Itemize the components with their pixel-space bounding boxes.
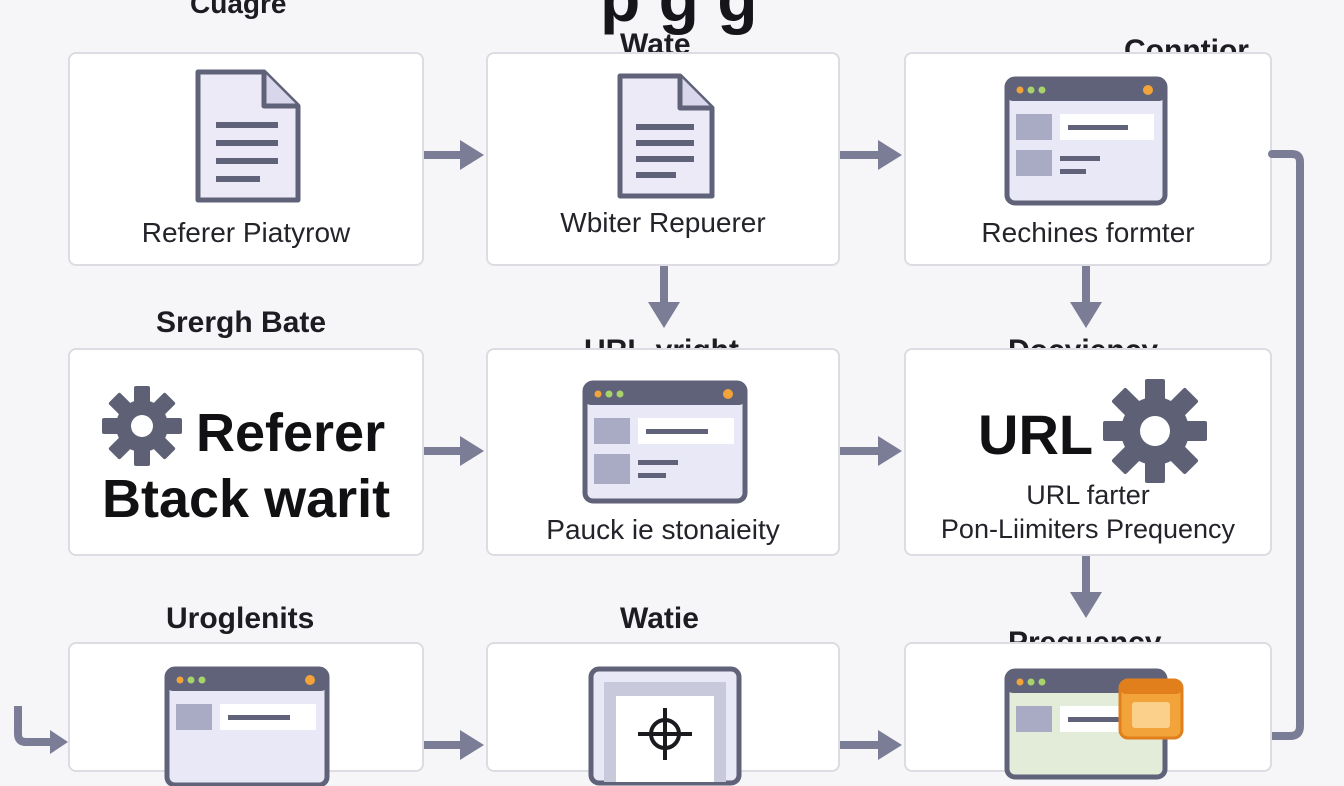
panel-wbiter-repuerer: Wbiter Repuerer [486,52,840,266]
panel-label-watie: Watie [620,602,699,635]
browser-window-icon [582,380,748,504]
arrow-right-icon [840,436,902,466]
arrow-down-icon [1070,266,1102,328]
loop-connector-line [1268,150,1304,740]
panel-referer-piatyrow: Referer Piatyrow [68,52,424,266]
arrow-right-icon [424,436,484,466]
panel-big-url-text: URL [978,403,1094,466]
column-label-cuagre: Cuagre [190,0,287,19]
panel-big-text-line1: Referer [196,403,386,463]
panel-caption: Referer Piatyrow [141,217,351,248]
browser-window-icon [164,666,330,786]
panel-caption: Pauck ie stonaieity [546,514,780,545]
gear-icon [1103,379,1207,483]
panel-label-uroglenits: Uroglenits [166,602,315,635]
arrow-right-icon [424,140,484,170]
arrow-down-icon [648,266,680,328]
panel-referer-btack-warit: Referer Btack warit [68,348,424,556]
panel-caption-line1: URL farter [1026,480,1150,510]
arrow-down-icon [1070,556,1102,618]
panel-caption-line2: Pon-Liimiters Prequency [940,514,1236,544]
document-icon [617,73,715,199]
panel-prequency [904,642,1272,780]
gear-icon [102,386,182,466]
panel-url-vright: Pauck ie stonaieity [486,348,840,556]
panel-watie [486,642,840,786]
diagram-title: p g g [600,0,758,36]
arrow-right-icon [840,140,902,170]
panel-big-text-line2: Btack warit [102,469,391,529]
browser-window-icon [1004,76,1168,206]
panel-caption: Wbiter Repuerer [560,207,766,238]
document-icon [195,69,301,203]
panel-url-farter: URL URL farter Pon-Liimiters Prequency [904,348,1272,556]
panel-uroglenits [68,642,424,786]
crosshair-window-icon [588,666,742,786]
panel-caption: Rechines formter [981,217,1195,248]
orange-window-badge-icon [1118,678,1184,740]
arrow-right-icon [840,730,902,760]
panel-rechines-formter: Rechines formter [904,52,1272,266]
arrow-right-icon [424,730,484,760]
panel-label-srergh-bate: Srergh Bate [156,306,327,339]
loop-entry-arrow-icon [14,706,68,754]
